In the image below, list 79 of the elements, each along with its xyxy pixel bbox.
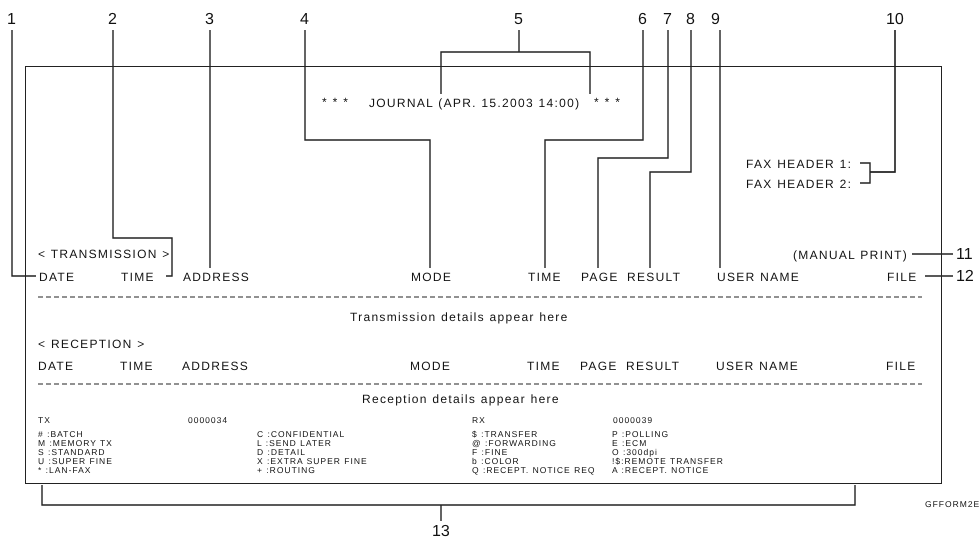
callout-number: 5 (514, 12, 523, 28)
symbol-legend-entry: D :DETAIL (257, 448, 306, 456)
column-heading: FILE (887, 271, 918, 283)
symbol-legend-entry: C :CONFIDENTIAL (257, 430, 346, 438)
symbol-legend-entry: b :COLOR (472, 457, 520, 466)
symbol-legend-entry: * :LAN-FAX (38, 466, 92, 474)
leader-line (597, 30, 669, 268)
column-heading: MODE (411, 271, 452, 283)
column-heading: RESULT (626, 360, 680, 372)
column-heading: TIME (120, 360, 154, 372)
leader-line (649, 30, 692, 268)
callout-number: 9 (711, 12, 720, 28)
leader-line (209, 30, 211, 268)
counter-label: TX (38, 416, 51, 424)
column-heading: DATE (39, 271, 76, 283)
counter-label: RX (472, 416, 486, 424)
asterisks: * * * (594, 96, 622, 108)
leader-line (544, 30, 644, 268)
column-heading: ADDRESS (183, 271, 250, 283)
leader-line (11, 30, 36, 277)
symbol-legend-entry: U :SUPER FINE (38, 457, 113, 466)
leader-line (304, 30, 431, 268)
counter-value: 0000034 (188, 416, 228, 424)
print-mode-text: (MANUAL PRINT) (793, 249, 908, 261)
header-text: FAX HEADER 1: (746, 158, 852, 170)
callout-number: 7 (663, 12, 672, 28)
column-heading: TIME (121, 271, 155, 283)
column-heading: PAGE (581, 271, 619, 283)
column-heading: DATE (38, 360, 74, 372)
symbol-legend-entry: @ :FORWARDING (472, 439, 557, 448)
symbol-legend-entry: E :ECM (612, 439, 648, 448)
section-heading: < RECEPTION > (38, 338, 146, 350)
header-text: FAX HEADER 2: (746, 178, 852, 190)
report-frame (25, 66, 942, 484)
column-heading: PAGE (580, 360, 618, 372)
callout-number: 8 (686, 12, 695, 28)
column-heading: MODE (410, 360, 452, 372)
leader-line (912, 253, 953, 255)
column-heading: FILE (886, 360, 917, 372)
callout-number: 11 (956, 247, 973, 263)
leader-line (925, 275, 953, 277)
placeholder-text: Transmission details appear here (350, 311, 569, 323)
callout-number: 4 (300, 12, 309, 28)
callout-number: 3 (205, 12, 214, 28)
callout-number: 10 (886, 12, 904, 28)
symbol-legend-entry: X :EXTRA SUPER FINE (257, 457, 368, 466)
symbol-legend-entry: F :FINE (472, 448, 508, 456)
placeholder-text: Reception details appear here (362, 393, 560, 405)
leader-line (112, 30, 173, 277)
symbol-legend-entry: # :BATCH (38, 430, 84, 438)
callout-number: 2 (108, 12, 117, 28)
symbol-legend-entry: L :SEND LATER (257, 439, 332, 448)
symbol-legend-entry: O :300dpi (612, 448, 658, 456)
asterisks: * * * (322, 96, 350, 108)
callout-number: 1 (7, 12, 16, 28)
symbol-legend-entry: !$:REMOTE TRANSFER (612, 457, 724, 466)
callout-number: 12 (956, 269, 974, 285)
callout-number: 6 (638, 12, 647, 28)
leader-line (719, 30, 721, 268)
figure-code: GFFORM2E (925, 500, 980, 508)
column-heading: USER NAME (717, 271, 800, 283)
column-heading: ADDRESS (182, 360, 250, 372)
column-heading: TIME (527, 360, 561, 372)
report-title: JOURNAL (APR. 15.2003 14:00) (369, 97, 580, 109)
column-heading: RESULT (627, 271, 682, 283)
symbol-legend-entry: Q :RECEPT. NOTICE REQ (472, 466, 596, 474)
symbol-legend-entry: + :ROUTING (257, 466, 316, 474)
column-heading: USER NAME (716, 360, 800, 372)
column-heading: TIME (528, 271, 562, 283)
symbol-legend-entry: S :STANDARD (38, 448, 106, 456)
callout-number: 13 (432, 524, 450, 540)
leader-line (440, 29, 591, 95)
symbol-legend-entry: A :RECEPT. NOTICE (612, 466, 710, 474)
leader-line (41, 484, 856, 522)
symbol-legend-entry: M :MEMORY TX (38, 439, 113, 448)
symbol-legend-entry: $ :TRANSFER (472, 430, 538, 438)
counter-value: 0000039 (613, 416, 654, 424)
section-heading: < TRANSMISSION > (38, 248, 171, 260)
symbol-legend-entry: P :POLLING (612, 430, 670, 438)
